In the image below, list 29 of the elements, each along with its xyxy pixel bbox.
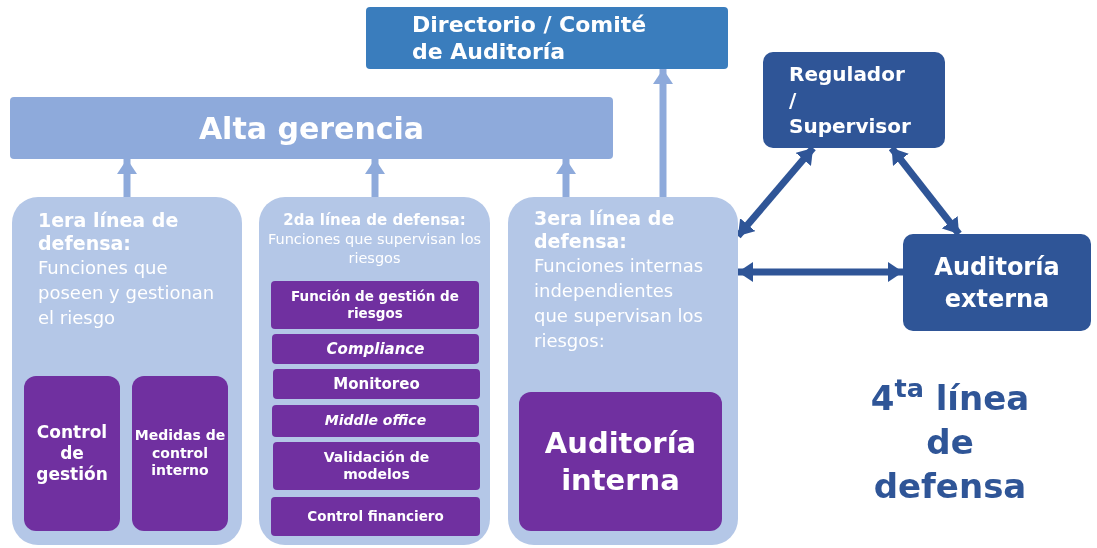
- defense-line-panel: [12, 197, 242, 545]
- line-description: Funciones que poseen y gestionan el riesgo: [38, 256, 216, 330]
- process-box: Auditoría externa: [903, 234, 1091, 331]
- arrow: [365, 159, 385, 197]
- defense-line-panel: [259, 197, 490, 545]
- process-box: Función de gestión de riesgos: [271, 281, 479, 329]
- line-description: Funciones internas independientes que supervisan los riesgos:: [534, 254, 705, 353]
- process-box: Control de gestión: [24, 376, 120, 531]
- process-box: Monitoreo: [273, 369, 480, 399]
- arrow: [117, 159, 137, 197]
- process-box: Middle office: [272, 405, 479, 437]
- arrow: [653, 69, 673, 197]
- line-heading: 3era línea de defensa:: [534, 207, 676, 253]
- line-heading: 1era línea de defensa:: [38, 209, 180, 255]
- line-description: Funciones que supervisan los riesgos: [266, 230, 483, 268]
- defense-line-panel: [508, 197, 738, 545]
- arrow: [738, 262, 903, 282]
- line-heading: 2da línea de defensa:: [283, 211, 466, 230]
- process-box: Regulador / Supervisor: [763, 52, 945, 148]
- process-box: Validación de modelos: [273, 442, 480, 490]
- arrow: [888, 145, 962, 237]
- process-box: Directorio / Comité de Auditoría: [366, 7, 728, 69]
- process-box: Control financiero: [271, 497, 480, 536]
- process-box: Alta gerencia: [10, 97, 613, 159]
- process-box: Compliance: [272, 334, 479, 364]
- heading-label: 4$^{ta}$ línea de defensa: [869, 376, 1031, 508]
- process-box: Medidas de control interno: [132, 376, 228, 531]
- process-box: Auditoría interna: [519, 392, 722, 531]
- arrow: [556, 159, 576, 197]
